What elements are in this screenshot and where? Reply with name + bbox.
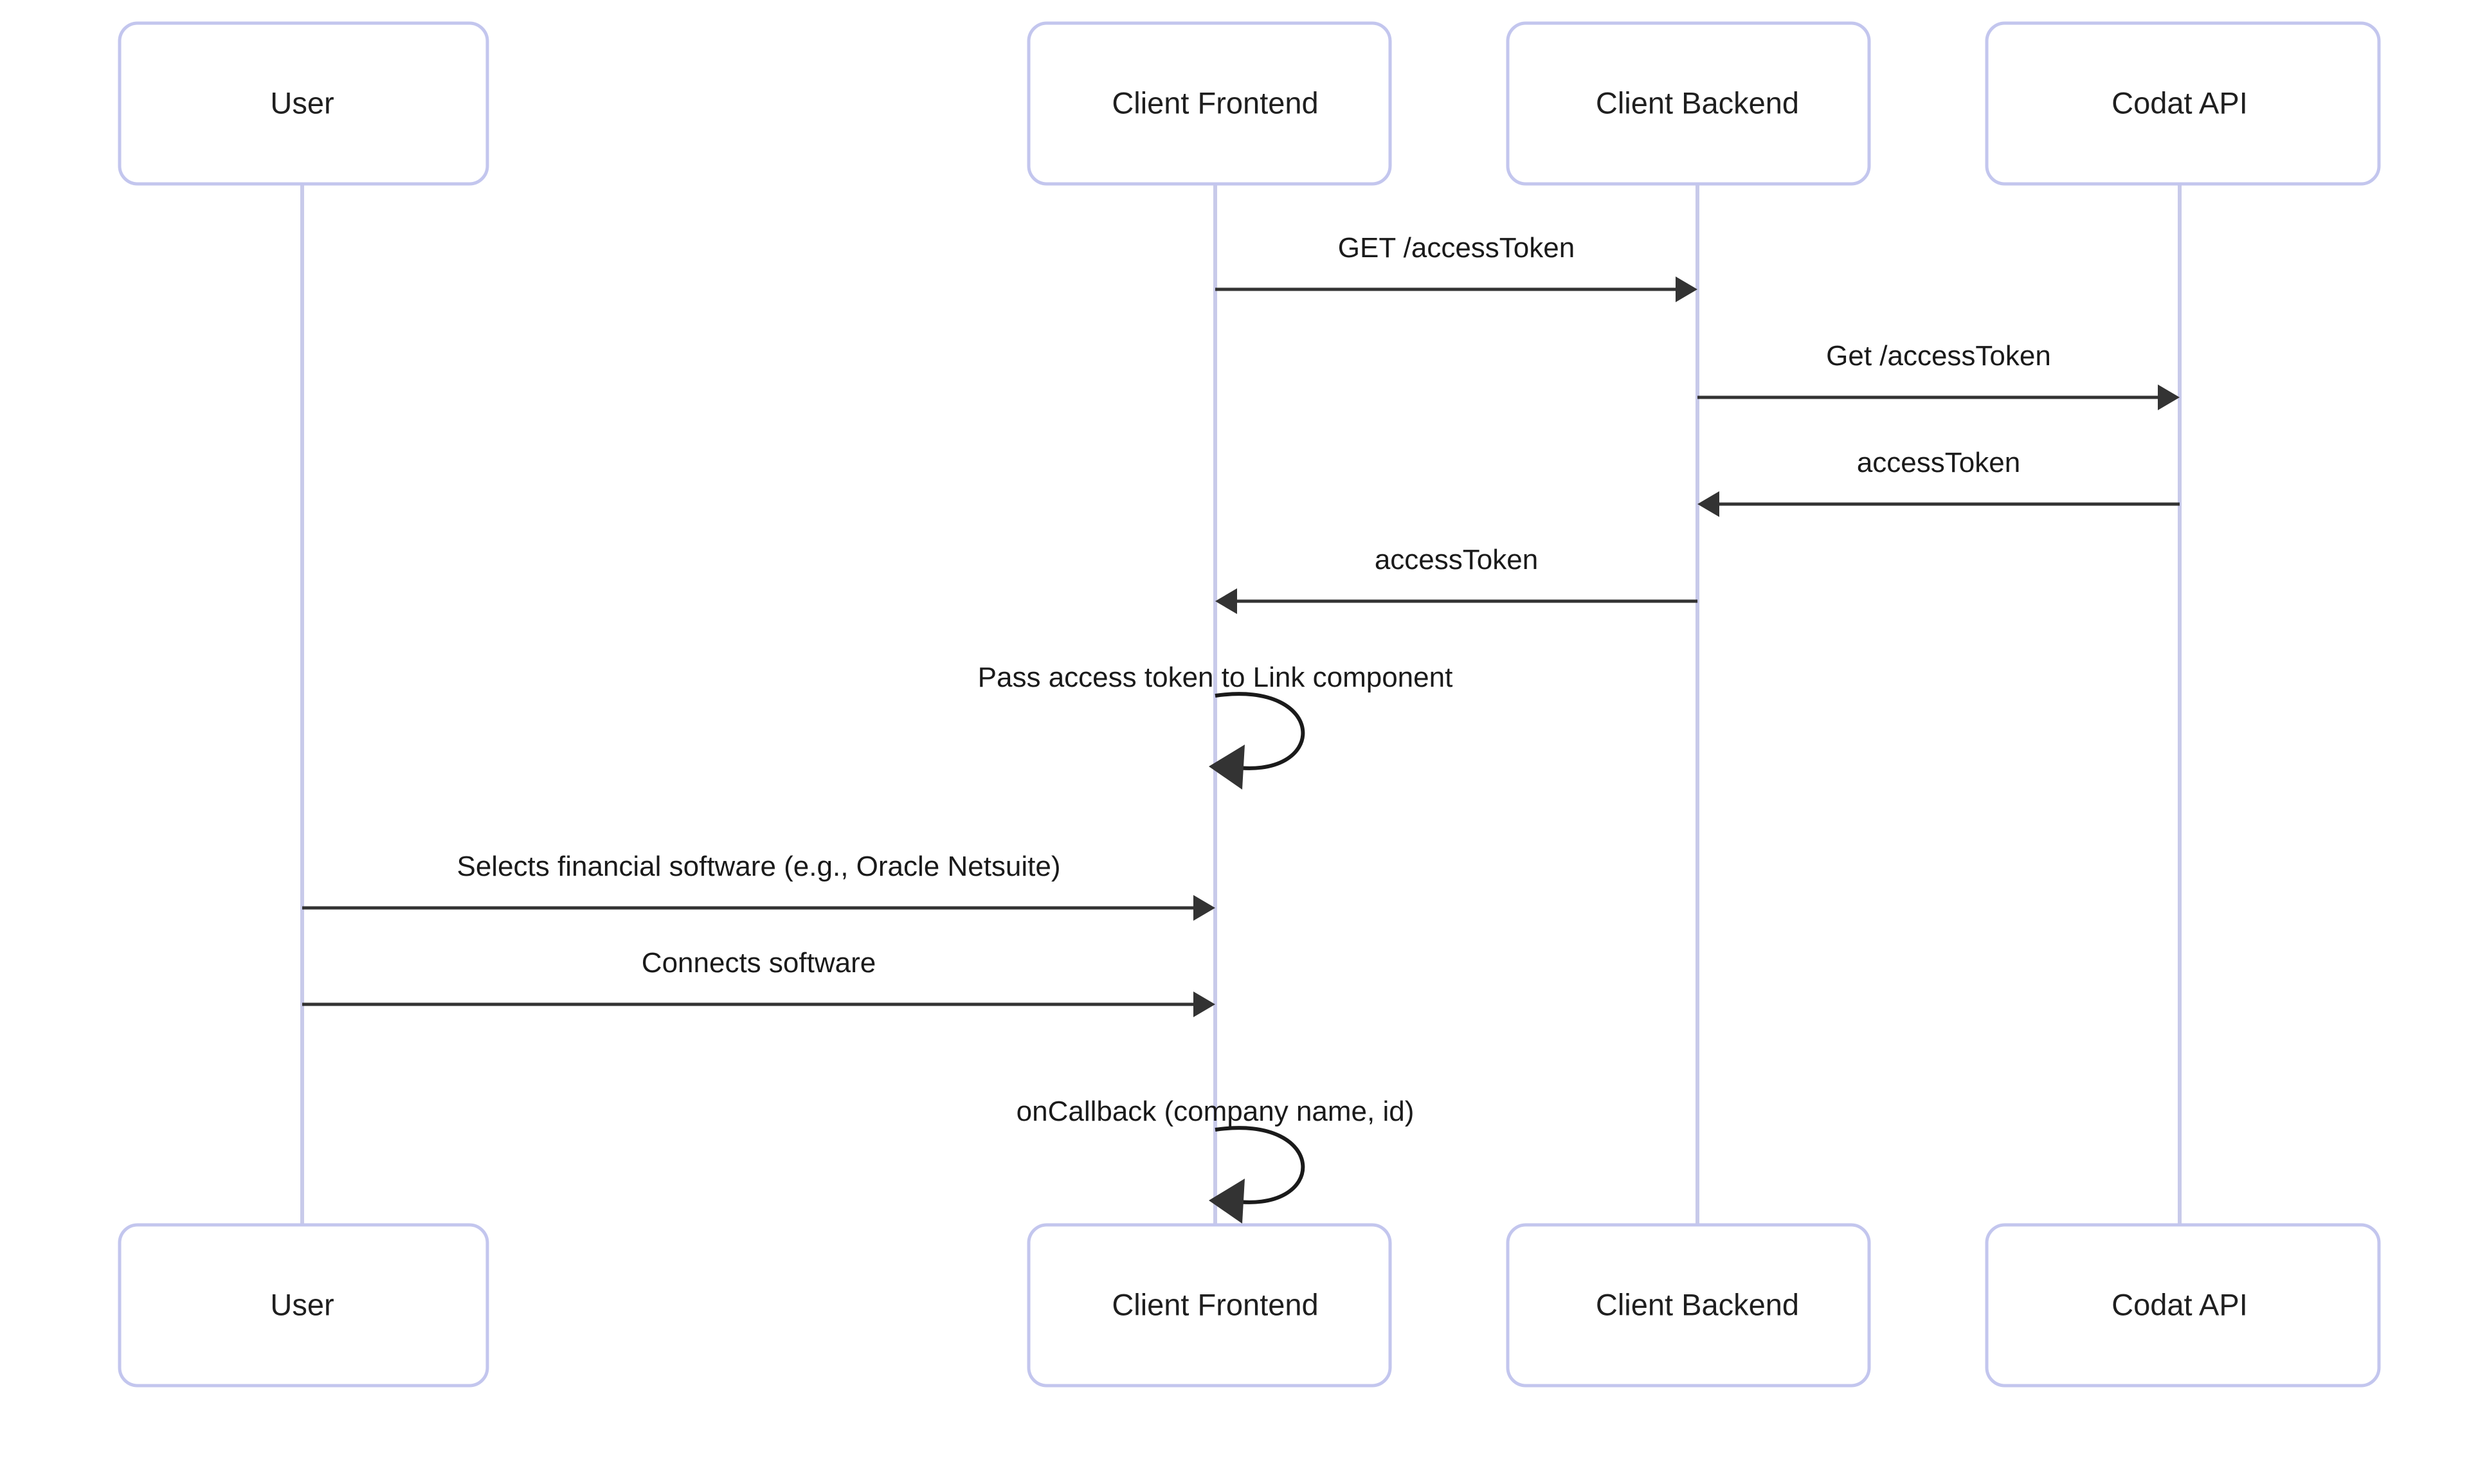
participant-bottom-client-backend[interactable]: Client Backend (1506, 1223, 1871, 1388)
participant-label: User (270, 86, 334, 120)
message-label: GET /accessToken (1338, 232, 1575, 264)
message-2[interactable]: Get /accessToken (1697, 340, 2180, 410)
message-1[interactable]: GET /accessToken (1215, 232, 1697, 302)
participant-top-codat-api[interactable]: Codat API (1985, 21, 2381, 186)
message-4[interactable]: accessToken (1215, 544, 1697, 614)
participant-top-client-frontend[interactable]: Client Frontend (1027, 21, 1392, 186)
participant-box (1506, 1223, 1871, 1388)
participant-bottom-client-frontend[interactable]: Client Frontend (1027, 1223, 1392, 1388)
arrowhead (1209, 1179, 1245, 1224)
arrowhead (1676, 276, 1697, 302)
message-label: Selects financial software (e.g., Oracle… (457, 851, 1060, 882)
participant-top-client-backend[interactable]: Client Backend (1506, 21, 1871, 186)
participant-label: Client Backend (1596, 86, 1799, 120)
arrowhead (1193, 991, 1215, 1017)
participant-box (1506, 21, 1871, 186)
participant-bottom-user[interactable]: User (118, 1223, 489, 1388)
arrowhead (1215, 588, 1237, 614)
message-8[interactable]: onCallback (company name, id) (1017, 1096, 1415, 1224)
participant-box (1027, 1223, 1392, 1388)
message-label: onCallback (company name, id) (1017, 1096, 1415, 1127)
participant-label: Codat API (2112, 1287, 2248, 1321)
arrowhead (1209, 745, 1245, 790)
message-5[interactable]: Pass access token to Link component (978, 662, 1453, 790)
participant-box (118, 1223, 489, 1388)
participant-top-user[interactable]: User (118, 21, 489, 186)
message-7[interactable]: Connects software (302, 947, 1215, 1017)
participant-box (1985, 1223, 2381, 1388)
lifelines-group (300, 184, 2182, 1225)
participant-bottom-codat-api[interactable]: Codat API (1985, 1223, 2381, 1388)
message-label: Connects software (642, 947, 876, 979)
participant-box (118, 21, 489, 186)
participant-label: Client Backend (1596, 1287, 1799, 1321)
participant-label: Client Frontend (1112, 1287, 1318, 1321)
arrowhead (2158, 385, 2180, 410)
participant-box (1027, 21, 1392, 186)
selfloop-curve (1215, 1126, 1305, 1204)
message-label: accessToken (1375, 544, 1538, 575)
participant-label: Client Frontend (1112, 86, 1318, 120)
message-label: Pass access token to Link component (978, 662, 1453, 693)
message-label: Get /accessToken (1826, 340, 2051, 372)
arrowhead (1697, 491, 1719, 517)
message-6[interactable]: Selects financial software (e.g., Oracle… (302, 851, 1215, 921)
participant-box (1985, 21, 2381, 186)
message-label: accessToken (1857, 447, 2020, 478)
participant-label: User (270, 1287, 334, 1321)
selfloop-curve (1215, 692, 1305, 770)
message-3[interactable]: accessToken (1697, 447, 2180, 517)
arrowhead (1193, 895, 1215, 921)
participant-label: Codat API (2112, 86, 2248, 120)
